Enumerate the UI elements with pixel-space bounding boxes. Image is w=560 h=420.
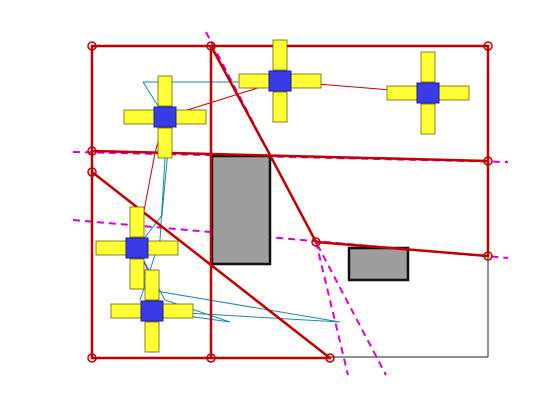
pad-left bbox=[123, 109, 155, 125]
pad-top bbox=[129, 206, 145, 238]
pad-right bbox=[162, 303, 194, 319]
pad-left bbox=[110, 303, 142, 319]
vertex-marker bbox=[325, 353, 335, 363]
module-core bbox=[268, 70, 292, 92]
pad-top bbox=[420, 51, 436, 83]
modules bbox=[95, 39, 470, 353]
vertex-marker bbox=[483, 156, 493, 166]
module-core bbox=[125, 237, 149, 259]
module-top-left bbox=[123, 75, 207, 159]
pad-top bbox=[272, 39, 288, 71]
module-core bbox=[416, 82, 440, 104]
vertex-markers bbox=[87, 41, 493, 363]
vertex-marker bbox=[483, 41, 493, 51]
pad-right bbox=[147, 240, 179, 256]
pad-right bbox=[438, 85, 470, 101]
thin-boundary bbox=[330, 256, 489, 358]
pad-left bbox=[95, 240, 127, 256]
module-top-right bbox=[386, 51, 470, 135]
vertex-marker bbox=[87, 353, 97, 363]
pad-bottom bbox=[272, 91, 288, 123]
pad-bottom bbox=[144, 321, 160, 353]
obstacles bbox=[210, 154, 410, 282]
module-bottom-left bbox=[110, 269, 194, 353]
module-top-center bbox=[238, 39, 322, 123]
vertex-marker bbox=[87, 146, 97, 156]
dashed-guide-branch bbox=[315, 241, 349, 376]
pad-bottom bbox=[129, 258, 145, 290]
pad-left bbox=[238, 73, 270, 89]
obstacle-small bbox=[347, 246, 410, 282]
dashed-guide-diagonal bbox=[205, 31, 387, 376]
pad-top bbox=[144, 269, 160, 301]
pad-top bbox=[157, 75, 173, 107]
wall-diagonal-left bbox=[90, 170, 332, 360]
vertex-marker bbox=[206, 353, 216, 363]
pad-bottom bbox=[157, 127, 173, 159]
wall-diagonal-right bbox=[209, 44, 490, 258]
module-mid-left bbox=[95, 206, 179, 290]
vertex-marker bbox=[87, 167, 97, 177]
module-core bbox=[153, 106, 177, 128]
vertex-marker bbox=[311, 237, 321, 247]
pad-left bbox=[386, 85, 418, 101]
vertex-marker bbox=[87, 41, 97, 51]
module-core bbox=[140, 300, 164, 322]
pad-right bbox=[290, 73, 322, 89]
pad-bottom bbox=[420, 103, 436, 135]
obstacle-large bbox=[210, 154, 272, 266]
vertex-marker bbox=[206, 41, 216, 51]
vertex-marker bbox=[483, 251, 493, 261]
pad-right bbox=[175, 109, 207, 125]
